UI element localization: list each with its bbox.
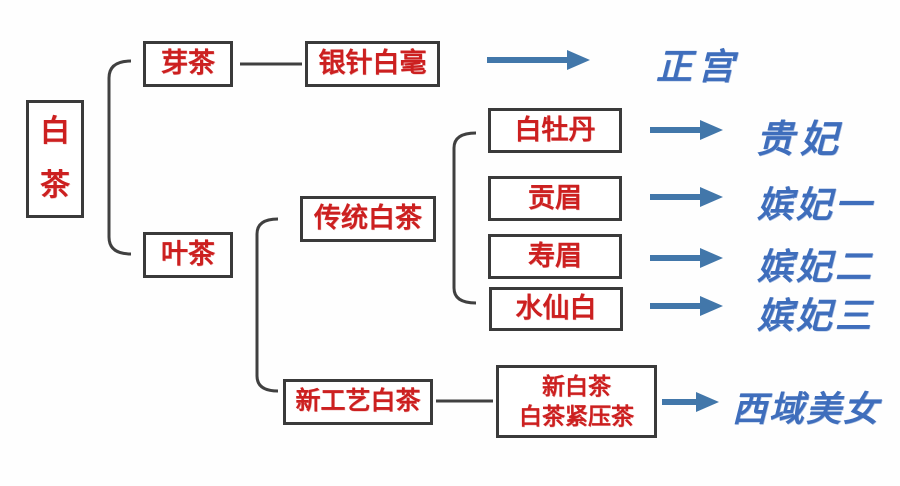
node-chuantong-baicha: 传统白茶 (300, 196, 436, 242)
node-yinzhen-baihao: 银针白毫 (305, 41, 440, 87)
node-bai-mudan-label: 白牡丹 (514, 114, 596, 145)
node-xin-gongyi-baicha: 新工艺白茶 (283, 379, 433, 425)
bracket-chuantong-children (452, 131, 477, 305)
bracket-baicha-children (107, 59, 132, 256)
node-bai-mudan: 白牡丹 (488, 108, 622, 153)
node-yacha-label: 芽茶 (161, 48, 215, 79)
node-shuixian-bai: 水仙白 (489, 287, 623, 331)
node-yecha-label: 叶茶 (161, 239, 215, 270)
node-baicha-root: 白茶 (26, 100, 84, 218)
node-shoumei-label: 寿眉 (528, 240, 582, 271)
node-gongmei-label: 贡眉 (528, 182, 582, 213)
node-xin-baicha: 新白茶 白茶紧压茶 (496, 365, 657, 438)
node-yecha: 叶茶 (143, 232, 233, 278)
grade-pinfei-1: 嫔妃一 (756, 184, 874, 226)
node-shoumei: 寿眉 (488, 234, 622, 279)
node-xin-baicha-line1: 新白茶 (542, 372, 611, 399)
grade-zhenggong: 正宫 (655, 46, 740, 88)
grade-pinfei-3: 嫔妃三 (756, 295, 874, 337)
node-yacha: 芽茶 (143, 41, 233, 87)
node-xin-baicha-line2: 白茶紧压茶 (519, 402, 634, 429)
grade-guifei: 贵妃 (755, 116, 844, 161)
node-shuixian-bai-label: 水仙白 (515, 293, 597, 324)
grade-pinfei-2: 嫔妃二 (756, 246, 874, 288)
bracket-yecha-children (255, 217, 279, 393)
node-chuantong-baicha-label: 传统白茶 (314, 203, 422, 234)
node-xin-gongyi-baicha-label: 新工艺白茶 (295, 387, 421, 416)
grade-xiyu-meinv: 西域美女 (731, 389, 880, 430)
node-gongmei: 贡眉 (488, 176, 622, 221)
node-baicha-root-label: 白茶 (40, 115, 70, 202)
node-yinzhen-baihao-label: 银针白毫 (318, 48, 427, 79)
